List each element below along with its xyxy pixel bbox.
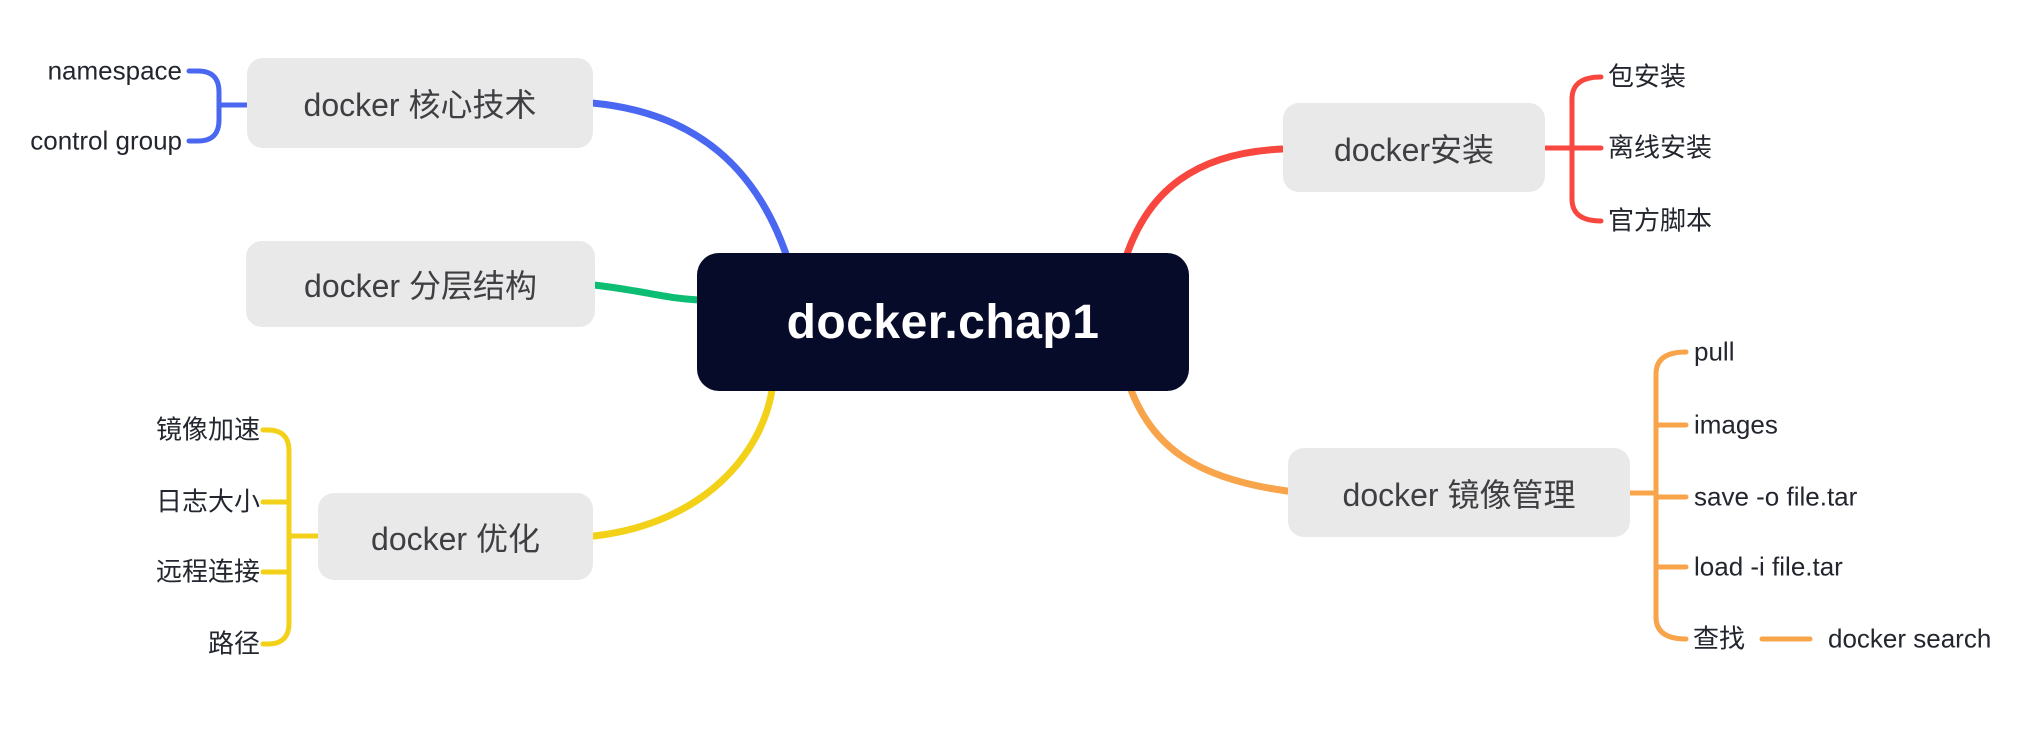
- subtopic-image-acceleration[interactable]: 镜像加速: [155, 414, 260, 445]
- connector-core-tech-children-bracket: [186, 68, 222, 144]
- subtopic-remote-connection[interactable]: 远程连接: [155, 556, 260, 587]
- subtopic-official-script[interactable]: 官方脚本: [1608, 205, 1713, 236]
- topic-docker-layered-structure[interactable]: docker 分层结构: [246, 241, 595, 327]
- connector-root-optimize: [590, 386, 776, 540]
- root-topic[interactable]: docker.chap1: [697, 253, 1189, 391]
- topic-docker-image-management[interactable]: docker 镜像管理: [1288, 448, 1630, 537]
- subtopic-save-o-file[interactable]: save -o file.tar: [1694, 481, 1858, 512]
- subtopic-namespace[interactable]: namespace: [47, 55, 182, 86]
- subtopic-images[interactable]: images: [1694, 409, 1778, 440]
- subtopic-find[interactable]: 查找: [1693, 623, 1746, 654]
- connector-root-image-management: [1127, 386, 1291, 495]
- connector-root-layered-structure: [590, 281, 703, 304]
- subtopic-docker-search[interactable]: docker search: [1828, 623, 1992, 654]
- subtopic-package-install[interactable]: 包安装: [1608, 61, 1687, 92]
- connector-root-core-tech: [588, 99, 790, 258]
- subtopic-control-group[interactable]: control group: [30, 125, 182, 156]
- topic-docker-install[interactable]: docker安装: [1283, 103, 1545, 192]
- topic-docker-optimize[interactable]: docker 优化: [318, 493, 593, 580]
- subtopic-offline-install[interactable]: 离线安装: [1608, 132, 1713, 163]
- connector-root-install: [1123, 145, 1286, 258]
- subtopic-load-i-file[interactable]: load -i file.tar: [1694, 551, 1843, 582]
- connector-optimize-children-bracket: [260, 427, 292, 647]
- subtopic-path[interactable]: 路径: [207, 628, 260, 659]
- subtopic-log-size[interactable]: 日志大小: [155, 486, 260, 517]
- subtopic-pull[interactable]: pull: [1694, 336, 1735, 367]
- topic-docker-core-tech[interactable]: docker 核心技术: [247, 58, 593, 148]
